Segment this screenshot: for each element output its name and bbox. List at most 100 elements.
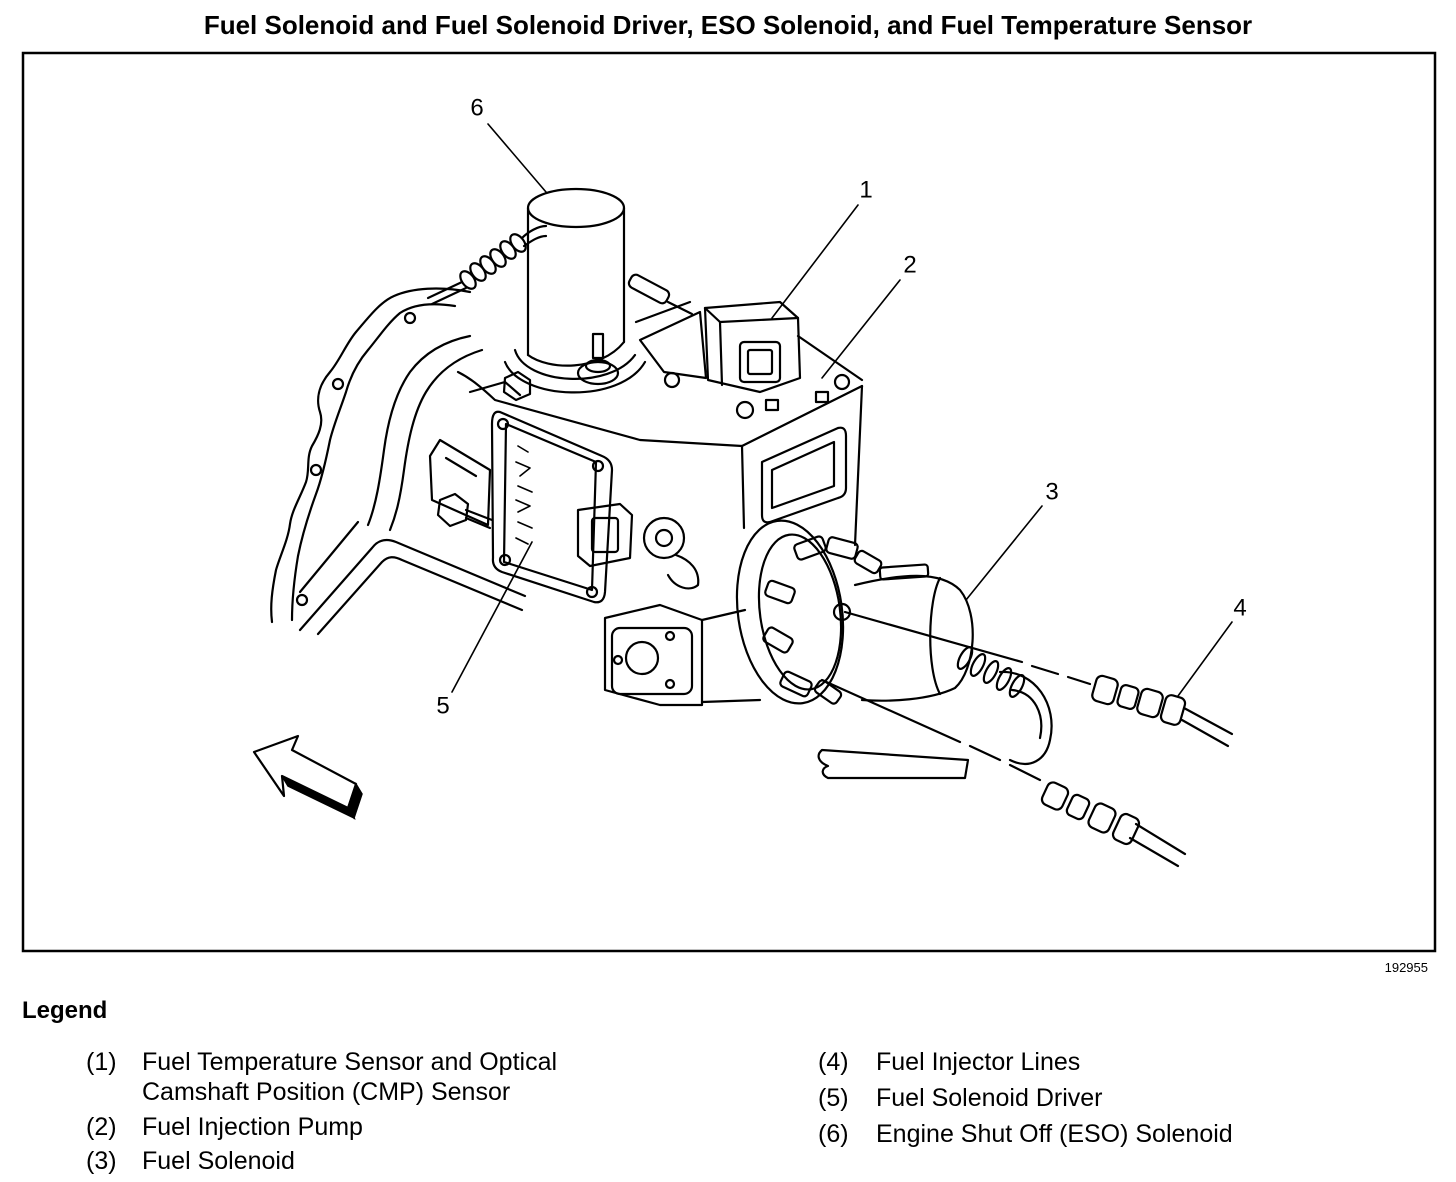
driver-connector <box>576 502 634 568</box>
support-rail <box>298 538 527 632</box>
injector-line-lower-end <box>1128 822 1187 868</box>
fuel-solenoid-body <box>853 574 974 702</box>
legend-item-label-line: Fuel Solenoid Driver <box>876 1084 1103 1112</box>
delivery-valve-fitting <box>762 626 794 654</box>
mounting-stud-thread <box>464 516 492 530</box>
fuel-solenoid-end-face <box>929 576 942 696</box>
injector-line-upper-break <box>1030 664 1092 686</box>
callout-6: 6 <box>470 95 483 122</box>
callout-5: 5 <box>436 693 449 720</box>
legend-item-label-line: Engine Shut Off (ESO) Solenoid <box>876 1120 1233 1148</box>
injection-pump-body <box>456 300 864 704</box>
page-title: Fuel Solenoid and Fuel Solenoid Driver, … <box>203 10 1253 40</box>
sensor-housing-edge <box>703 306 800 324</box>
legend-item-number: (6) <box>818 1120 849 1148</box>
sensor-housing-corner <box>718 320 724 387</box>
injector-line-fitting <box>1040 781 1070 811</box>
lower-block-screw <box>664 630 676 642</box>
injector-line-upper <box>843 610 1024 664</box>
callout-leader-2 <box>821 279 901 379</box>
eso-solenoid-base <box>526 340 626 367</box>
legend-item-label-line: Camshaft Position (CMP) Sensor <box>142 1078 511 1106</box>
eso-wire-braid-segment <box>459 270 477 290</box>
legend-item-number: (5) <box>818 1084 849 1112</box>
callouts: 6 1 2 3 4 5 <box>436 95 1246 720</box>
fuel-solenoid-coil-thread <box>969 653 987 677</box>
pump-top-back-edge <box>634 300 864 382</box>
callout-leader-6 <box>487 123 547 193</box>
housing-bolt-hole <box>331 377 345 391</box>
pump-plug-center <box>654 528 674 548</box>
pump-top-bolt <box>735 400 755 420</box>
callout-4: 4 <box>1233 595 1246 622</box>
legend-heading: Legend <box>22 997 108 1024</box>
delivery-valve-fitting <box>764 579 796 605</box>
driver-plate-lettering <box>515 445 533 545</box>
view-direction-arrow <box>252 734 363 820</box>
injector-line-fitting <box>1159 694 1187 726</box>
driver-plate-screw <box>498 553 512 567</box>
support-rail-inner <box>316 556 524 636</box>
housing-bolt-hole <box>403 311 417 325</box>
injector-line-fitting <box>1065 793 1091 821</box>
callout-3: 3 <box>1045 479 1058 506</box>
injector-line-upper-end <box>1180 706 1234 748</box>
legend-item-label-line: Fuel Injection Pump <box>142 1113 363 1141</box>
injector-line-fitting <box>1136 687 1164 719</box>
housing-bolt-hole <box>309 463 323 477</box>
eso-terminal-stud <box>591 332 605 360</box>
legend-item-label: Fuel Solenoid <box>142 1146 295 1176</box>
pump-top-nut <box>502 370 532 402</box>
legend-item-label-line: Fuel Injector Lines <box>876 1048 1081 1076</box>
eso-wire-braid-segment <box>469 262 487 282</box>
support-rail-lower <box>298 520 360 594</box>
sensor-housing <box>703 300 802 394</box>
callout-leader-4 <box>1177 621 1233 697</box>
legend-item-label: Fuel Injector Lines <box>876 1047 1080 1077</box>
driver-plate-screw <box>585 585 599 599</box>
sensor-wedge <box>638 310 708 380</box>
eso-solenoid-collar <box>513 348 637 380</box>
gear-housing-drawing <box>270 287 527 636</box>
legend-item-label-line: Fuel Solenoid <box>142 1147 295 1175</box>
mounting-bracket <box>428 438 492 527</box>
delivery-valve-fitting <box>825 536 859 560</box>
lower-block-port <box>624 640 660 676</box>
eso-terminal-washer <box>584 358 612 374</box>
lower-block-screw <box>612 654 624 666</box>
eso-solenoid-cap <box>526 187 626 229</box>
lower-block-cover <box>610 626 694 696</box>
eso-wire-lead <box>430 286 468 306</box>
pump-lower-edge <box>700 608 762 704</box>
fuel-solenoid-drawing <box>735 519 1026 705</box>
injector-line-fitting <box>1111 812 1141 846</box>
delivery-valve-fitting <box>793 535 827 561</box>
eso-terminal-nut <box>576 360 620 386</box>
pump-top-boss <box>814 390 830 404</box>
driver-plate-inner <box>502 422 598 592</box>
diagram-illustration: 6 1 2 3 4 5 <box>21 51 1437 953</box>
pump-side-window-inner <box>770 440 836 510</box>
pump-lower-block <box>603 603 704 707</box>
pump-top-boss <box>764 398 780 412</box>
diagram-frame <box>21 51 1437 953</box>
legend-item-number: (3) <box>86 1147 117 1175</box>
gear-housing-ridge-inner <box>388 348 484 532</box>
eso-wire-lead <box>426 280 464 300</box>
pump-top-bolt <box>663 371 681 389</box>
housing-bolt-hole <box>295 593 309 607</box>
gear-housing-outer-edge <box>270 287 472 624</box>
pump-plug <box>642 516 686 560</box>
lower-block-screw <box>664 678 676 690</box>
mounting-stud-nut <box>436 492 470 528</box>
injector-line-fitting <box>1116 684 1140 710</box>
callout-leader-5 <box>451 541 533 693</box>
driver-plate <box>490 410 614 604</box>
fuel-solenoid-clip <box>878 563 930 581</box>
legend-item-label: Fuel Temperature Sensor and Optical Cams… <box>142 1047 557 1107</box>
legend-item-number: (2) <box>86 1113 117 1141</box>
pump-top-right-edge <box>740 384 864 448</box>
driver-plate-screw <box>591 459 605 473</box>
mounting-tab <box>817 748 970 780</box>
driver-plate-screw <box>496 417 510 431</box>
